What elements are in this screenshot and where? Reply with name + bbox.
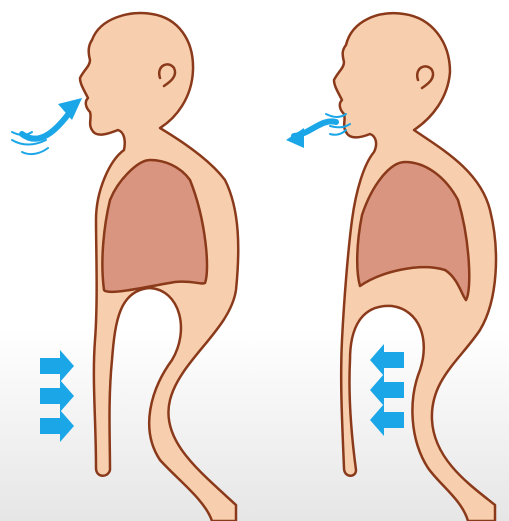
abdomen-arrows-exhale (370, 344, 404, 436)
abdomen-arrows-inhale (40, 350, 74, 442)
